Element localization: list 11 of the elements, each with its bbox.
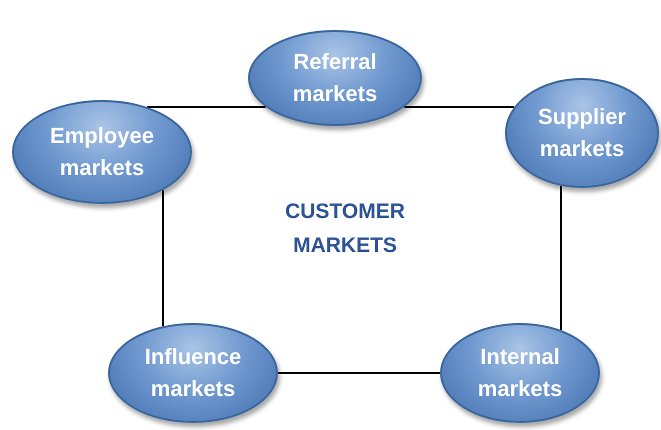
connector-line — [560, 186, 562, 330]
node-label: Employee markets — [49, 122, 155, 182]
node-label: Internal markets — [476, 343, 564, 403]
center-label: CUSTOMER MARKETS — [284, 199, 406, 259]
connector-line — [278, 372, 440, 374]
connector-line — [404, 106, 514, 108]
connector-line — [147, 106, 266, 108]
node-label: Supplier markets — [536, 103, 627, 163]
connector-line — [162, 190, 164, 326]
node-label: Referral markets — [292, 48, 378, 108]
node-label: Influence markets — [144, 343, 242, 403]
